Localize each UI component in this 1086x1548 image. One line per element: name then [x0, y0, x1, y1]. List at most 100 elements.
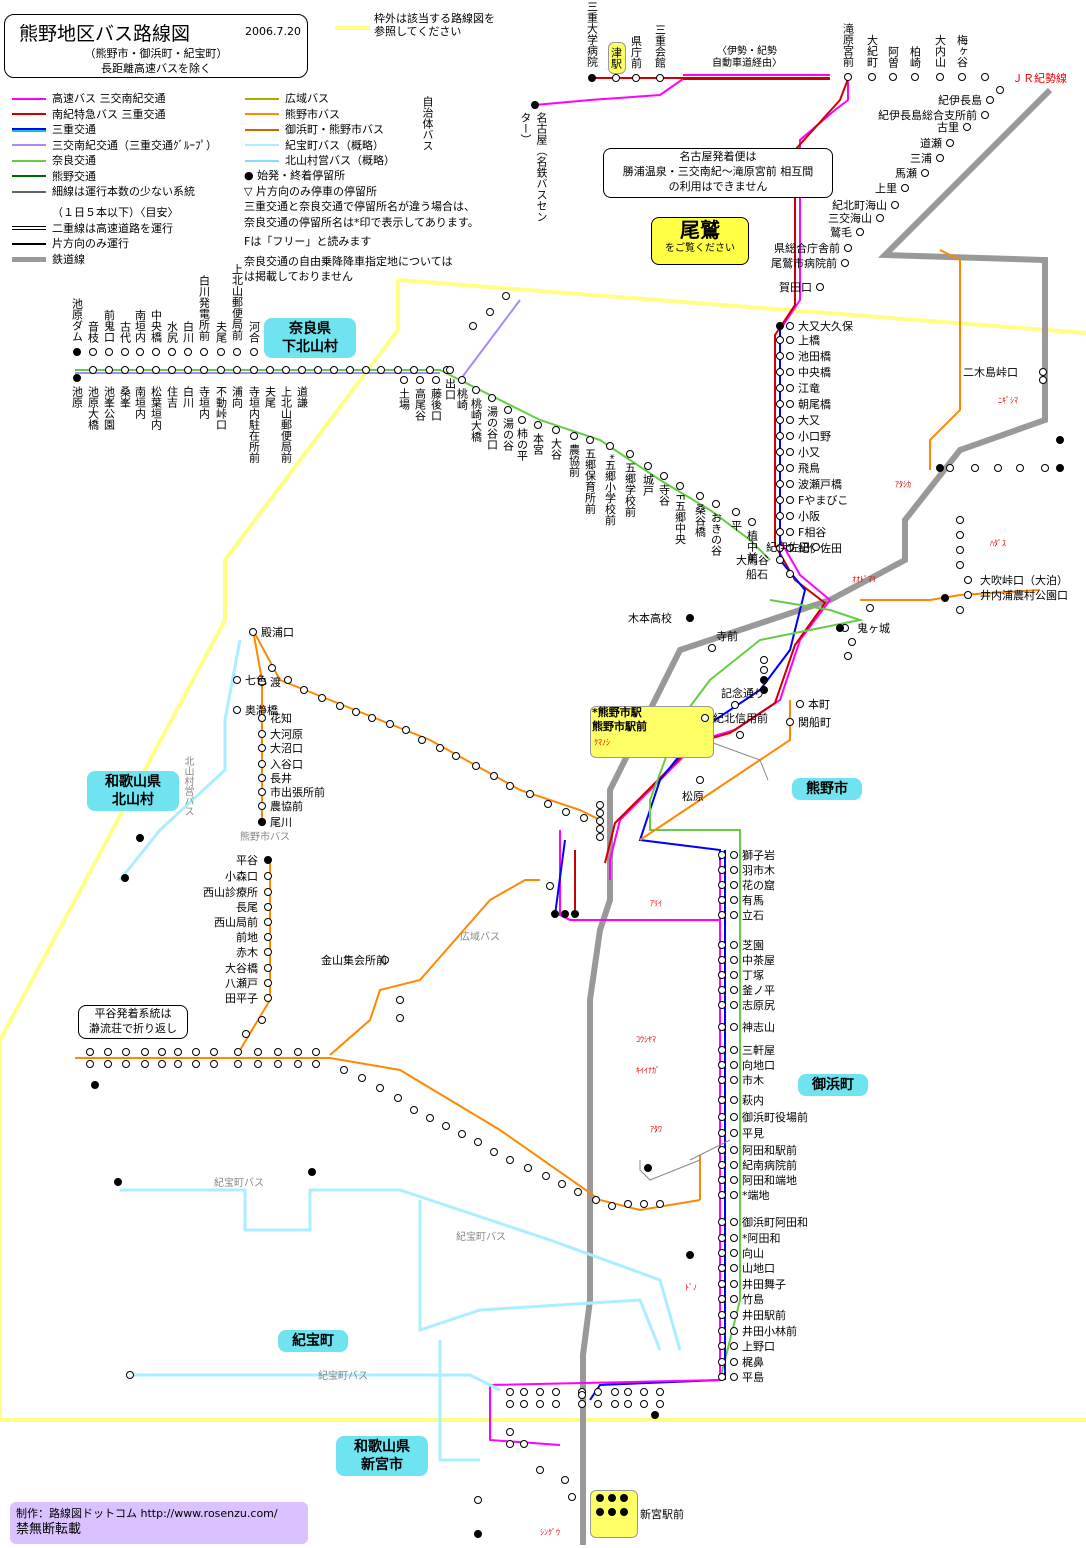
- bus-stop-marker[interactable]: [381, 956, 389, 964]
- bus-stop-marker[interactable]: [730, 1280, 738, 1288]
- bus-stop-marker[interactable]: [624, 1400, 632, 1408]
- bus-stop-marker[interactable]: [580, 814, 588, 822]
- bus-stop-marker[interactable]: [730, 1001, 738, 1009]
- bus-stop-marker[interactable]: [718, 1191, 726, 1199]
- bus-stop-marker[interactable]: [718, 1218, 726, 1226]
- bus-stop-marker[interactable]: [570, 432, 578, 440]
- bus-stop-marker[interactable]: [776, 322, 784, 330]
- bus-stop-marker[interactable]: [718, 1176, 726, 1184]
- bus-stop-marker[interactable]: [89, 348, 97, 356]
- bus-stop-marker[interactable]: [611, 1388, 619, 1396]
- bus-stop-marker[interactable]: [562, 808, 570, 816]
- bus-stop-marker[interactable]: [472, 386, 480, 394]
- bus-stop-marker[interactable]: [786, 352, 794, 360]
- bus-stop-marker[interactable]: [730, 941, 738, 949]
- bus-stop-marker[interactable]: [506, 782, 514, 790]
- bus-stop-marker[interactable]: [192, 1048, 200, 1056]
- bus-stop-marker[interactable]: [730, 1176, 738, 1184]
- bus-stop-marker[interactable]: [994, 464, 1002, 472]
- bus-stop-marker[interactable]: [730, 1373, 738, 1381]
- bus-stop-marker[interactable]: [786, 384, 794, 392]
- bus-stop-marker[interactable]: [158, 1048, 166, 1056]
- bus-stop-marker[interactable]: [552, 1400, 560, 1408]
- bus-stop-marker[interactable]: [250, 348, 258, 356]
- bus-stop-marker[interactable]: [730, 1311, 738, 1319]
- bus-stop-marker[interactable]: [730, 1295, 738, 1303]
- bus-stop-marker[interactable]: [91, 1081, 99, 1089]
- bus-stop-marker[interactable]: [844, 652, 852, 660]
- bus-stop-marker[interactable]: [760, 676, 768, 684]
- bus-stop-marker[interactable]: [254, 1048, 262, 1056]
- bus-stop-marker[interactable]: [536, 1466, 544, 1474]
- bus-stop-marker[interactable]: [506, 1156, 514, 1164]
- bus-stop-marker[interactable]: [314, 366, 322, 374]
- bus-stop-marker[interactable]: [86, 1048, 94, 1056]
- bus-stop-marker[interactable]: [760, 666, 768, 674]
- bus-stop-marker[interactable]: [718, 851, 726, 859]
- bus-stop-marker[interactable]: [474, 1138, 482, 1146]
- bus-stop-marker[interactable]: [596, 1494, 604, 1502]
- bus-stop-marker[interactable]: [640, 1400, 648, 1408]
- bus-stop-marker[interactable]: [426, 366, 434, 374]
- bus-stop-marker[interactable]: [254, 1060, 262, 1068]
- bus-stop-marker[interactable]: [686, 614, 694, 622]
- bus-stop-marker[interactable]: [458, 1130, 466, 1138]
- bus-stop-marker[interactable]: [340, 1066, 348, 1074]
- bus-stop-marker[interactable]: [416, 376, 424, 384]
- bus-stop-marker[interactable]: [776, 512, 784, 520]
- bus-stop-marker[interactable]: [718, 911, 726, 919]
- bus-stop-marker[interactable]: [250, 366, 258, 374]
- bus-stop-marker[interactable]: [264, 888, 272, 896]
- bus-stop-marker[interactable]: [264, 872, 272, 880]
- bus-stop-marker[interactable]: [121, 348, 129, 356]
- bus-stop-marker[interactable]: [786, 480, 794, 488]
- bus-stop-marker[interactable]: [210, 1060, 218, 1068]
- bus-stop-marker[interactable]: [442, 1122, 450, 1130]
- bus-stop-marker[interactable]: [718, 1161, 726, 1169]
- bus-stop-marker[interactable]: [104, 1060, 112, 1068]
- bus-stop-marker[interactable]: [594, 1400, 602, 1408]
- bus-stop-marker[interactable]: [776, 400, 784, 408]
- bus-stop-marker[interactable]: [520, 1388, 528, 1396]
- bus-stop-marker[interactable]: [936, 154, 944, 162]
- bus-stop-marker[interactable]: [526, 790, 534, 798]
- bus-stop-marker[interactable]: [776, 336, 784, 344]
- bus-stop-marker[interactable]: [258, 730, 266, 738]
- bus-stop-marker[interactable]: [1041, 464, 1049, 472]
- bus-stop-marker[interactable]: [911, 73, 919, 81]
- bus-stop-marker[interactable]: [730, 1096, 738, 1104]
- bus-stop-marker[interactable]: [971, 464, 979, 472]
- bus-stop-marker[interactable]: [234, 1060, 242, 1068]
- bus-stop-marker[interactable]: [1039, 376, 1047, 384]
- bus-stop-marker[interactable]: [86, 1060, 94, 1068]
- bus-stop-marker[interactable]: [776, 528, 784, 536]
- bus-stop-marker[interactable]: [105, 366, 113, 374]
- bus-stop-marker[interactable]: [941, 594, 949, 602]
- bus-stop-marker[interactable]: [718, 1327, 726, 1335]
- bus-stop-marker[interactable]: [776, 448, 784, 456]
- bus-stop-marker[interactable]: [612, 74, 620, 82]
- bus-stop-marker[interactable]: [876, 214, 884, 222]
- bus-stop-marker[interactable]: [410, 1106, 418, 1114]
- bus-stop-marker[interactable]: [731, 701, 739, 709]
- bus-stop-marker[interactable]: [956, 561, 964, 569]
- bus-stop-marker[interactable]: [506, 1428, 514, 1436]
- bus-stop-marker[interactable]: [318, 694, 326, 702]
- bus-stop-marker[interactable]: [394, 1094, 402, 1102]
- bus-stop-marker[interactable]: [452, 752, 460, 760]
- bus-stop-marker[interactable]: [786, 368, 794, 376]
- bus-stop-marker[interactable]: [730, 1161, 738, 1169]
- bus-stop-marker[interactable]: [786, 336, 794, 344]
- bus-stop-marker[interactable]: [718, 1295, 726, 1303]
- bus-stop-marker[interactable]: [946, 464, 954, 472]
- bus-stop-marker[interactable]: [718, 986, 726, 994]
- bus-stop-marker[interactable]: [776, 368, 784, 376]
- bus-stop-marker[interactable]: [964, 576, 972, 584]
- bus-stop-marker[interactable]: [504, 406, 512, 414]
- bus-stop-marker[interactable]: [812, 543, 820, 551]
- bus-stop-marker[interactable]: [730, 1061, 738, 1069]
- bus-stop-marker[interactable]: [126, 1371, 134, 1379]
- bus-stop-marker[interactable]: [217, 348, 225, 356]
- bus-stop-marker[interactable]: [264, 979, 272, 987]
- bus-stop-marker[interactable]: [184, 348, 192, 356]
